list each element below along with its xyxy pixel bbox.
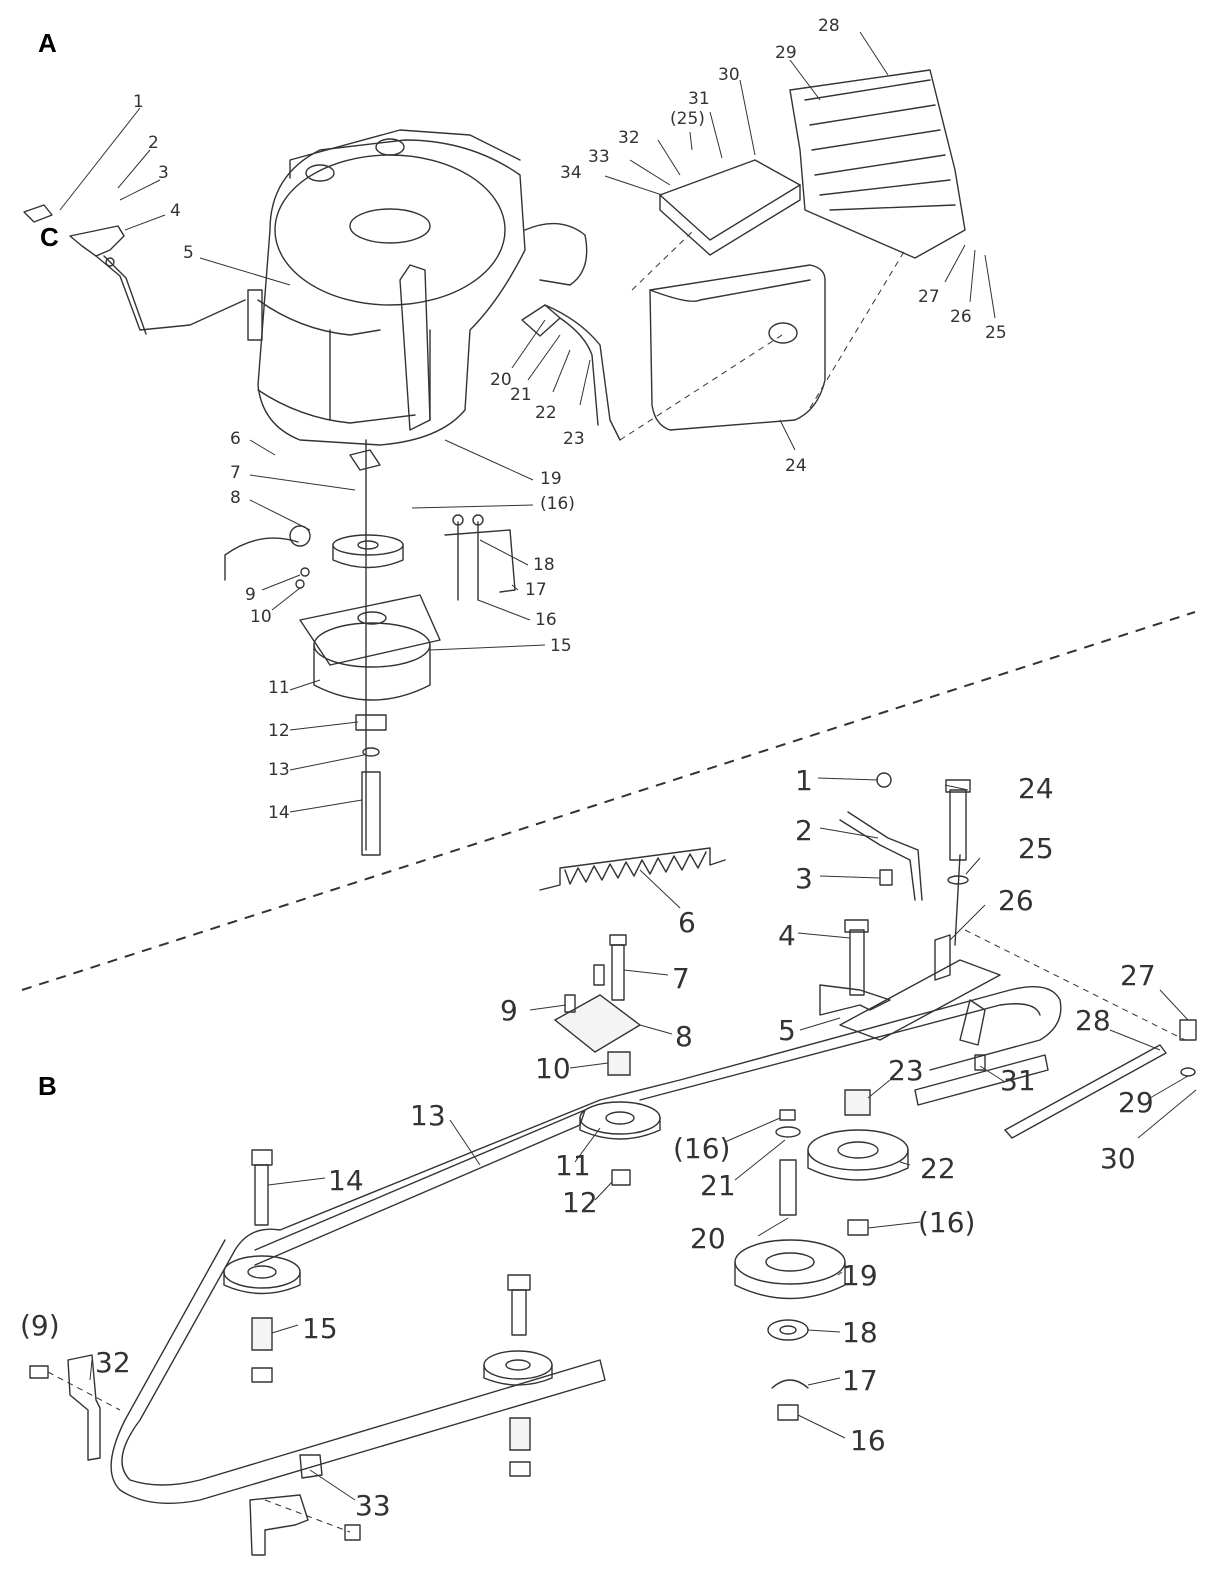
engine-block <box>247 129 588 446</box>
section-label-a: A <box>38 28 57 58</box>
callout-lower-17: 17 <box>842 1364 878 1397</box>
callout-upper-16: 16 <box>535 610 557 630</box>
callout-lower-15: 15 <box>302 1312 338 1345</box>
clutch-bracket <box>444 514 516 601</box>
callout-upper-24: 24 <box>785 456 807 476</box>
callout-upper-25: 25 <box>985 323 1007 343</box>
callout-upper-17: 17 <box>525 580 547 600</box>
exhaust-components <box>521 231 906 441</box>
callout-upper-20: 20 <box>490 370 512 390</box>
callout-upper-34: 34 <box>560 163 582 183</box>
callout-upper-14: 14 <box>268 803 290 823</box>
callout-upper-30: 30 <box>718 65 740 85</box>
callout-lower-21: 21 <box>700 1169 736 1202</box>
callout-lower-8: 8 <box>675 1020 693 1053</box>
callout-lower-29: 29 <box>1118 1086 1154 1119</box>
callout-lower-16-ref-a: (16) <box>673 1132 730 1165</box>
lower-callout-leaders <box>89 777 1197 1501</box>
section-label-c: C <box>40 222 59 252</box>
lower-callouts: 1 2 3 4 5 6 7 8 9 (9) 10 11 12 13 14 15 … <box>20 764 1156 1522</box>
callout-upper-4: 4 <box>170 201 181 221</box>
callout-lower-32: 32 <box>95 1346 131 1379</box>
callout-upper-3: 3 <box>158 163 169 183</box>
callout-lower-5: 5 <box>778 1014 796 1047</box>
callout-lower-33: 33 <box>355 1489 391 1522</box>
callout-upper-32: 32 <box>618 128 640 148</box>
callout-upper-26: 26 <box>950 307 972 327</box>
callout-lower-20: 20 <box>690 1222 726 1255</box>
upper-assembly <box>23 69 966 856</box>
callout-lower-11: 11 <box>555 1149 591 1182</box>
callout-upper-11: 11 <box>268 678 290 698</box>
callout-lower-18: 18 <box>842 1316 878 1349</box>
callout-upper-33: 33 <box>588 147 610 167</box>
callout-upper-1: 1 <box>133 92 144 112</box>
callout-upper-29: 29 <box>775 43 797 63</box>
callout-lower-3: 3 <box>795 862 813 895</box>
callout-upper-21: 21 <box>510 385 532 405</box>
callout-upper-18: 18 <box>533 555 555 575</box>
section-label-b: B <box>38 1071 57 1101</box>
callout-upper-16-ref: (16) <box>540 494 575 514</box>
callout-lower-2: 2 <box>795 814 813 847</box>
callout-lower-6: 6 <box>678 906 696 939</box>
callout-upper-7: 7 <box>230 463 241 483</box>
callout-lower-4: 4 <box>778 919 796 952</box>
callout-lower-12: 12 <box>562 1186 598 1219</box>
muffler-heat-shield <box>659 69 966 259</box>
callout-lower-13: 13 <box>410 1099 446 1132</box>
callout-lower-27: 27 <box>1120 959 1156 992</box>
callout-lower-14: 14 <box>328 1164 364 1197</box>
section-divider <box>21 611 1196 991</box>
callout-lower-19: 19 <box>842 1259 878 1292</box>
upper-callouts: 1 2 3 4 5 6 7 8 9 10 11 12 13 14 15 16 (… <box>133 16 1007 823</box>
callout-lower-16: 16 <box>850 1424 886 1457</box>
upper-callout-leaders <box>59 31 996 813</box>
callout-upper-6: 6 <box>230 429 241 449</box>
callout-upper-27: 27 <box>918 287 940 307</box>
callout-lower-22: 22 <box>920 1152 956 1185</box>
drive-belt <box>110 986 1062 1504</box>
callout-lower-9-ref: (9) <box>20 1309 60 1342</box>
callout-upper-15: 15 <box>550 636 572 656</box>
callout-upper-2: 2 <box>148 133 159 153</box>
callout-upper-22: 22 <box>535 403 557 423</box>
callout-upper-19: 19 <box>540 469 562 489</box>
throttle-lever <box>23 204 246 335</box>
callout-upper-9: 9 <box>245 585 256 605</box>
callout-lower-31: 31 <box>1000 1064 1036 1097</box>
callout-lower-7: 7 <box>672 962 690 995</box>
lower-assembly <box>29 772 1197 1556</box>
callout-lower-1: 1 <box>795 764 813 797</box>
callout-lower-26: 26 <box>998 884 1034 917</box>
callout-upper-28: 28 <box>818 16 840 36</box>
callout-upper-23: 23 <box>563 429 585 449</box>
callout-lower-25: 25 <box>1018 832 1054 865</box>
tension-spring <box>539 847 726 891</box>
callout-upper-13: 13 <box>268 760 290 780</box>
callout-upper-8: 8 <box>230 488 241 508</box>
callout-lower-23: 23 <box>888 1054 924 1087</box>
callout-lower-16-ref-b: (16) <box>918 1206 975 1239</box>
callout-upper-10: 10 <box>250 607 272 627</box>
pto-clutch-stack <box>224 439 441 856</box>
callout-upper-12: 12 <box>268 721 290 741</box>
callout-lower-30: 30 <box>1100 1142 1136 1175</box>
callout-lower-24: 24 <box>1018 772 1054 805</box>
callout-upper-25-ref: (25) <box>670 109 705 129</box>
callout-lower-10: 10 <box>535 1052 571 1085</box>
callout-lower-28: 28 <box>1075 1004 1111 1037</box>
callout-lower-9: 9 <box>500 994 518 1027</box>
callout-upper-5: 5 <box>183 243 194 263</box>
callout-upper-31: 31 <box>688 89 710 109</box>
